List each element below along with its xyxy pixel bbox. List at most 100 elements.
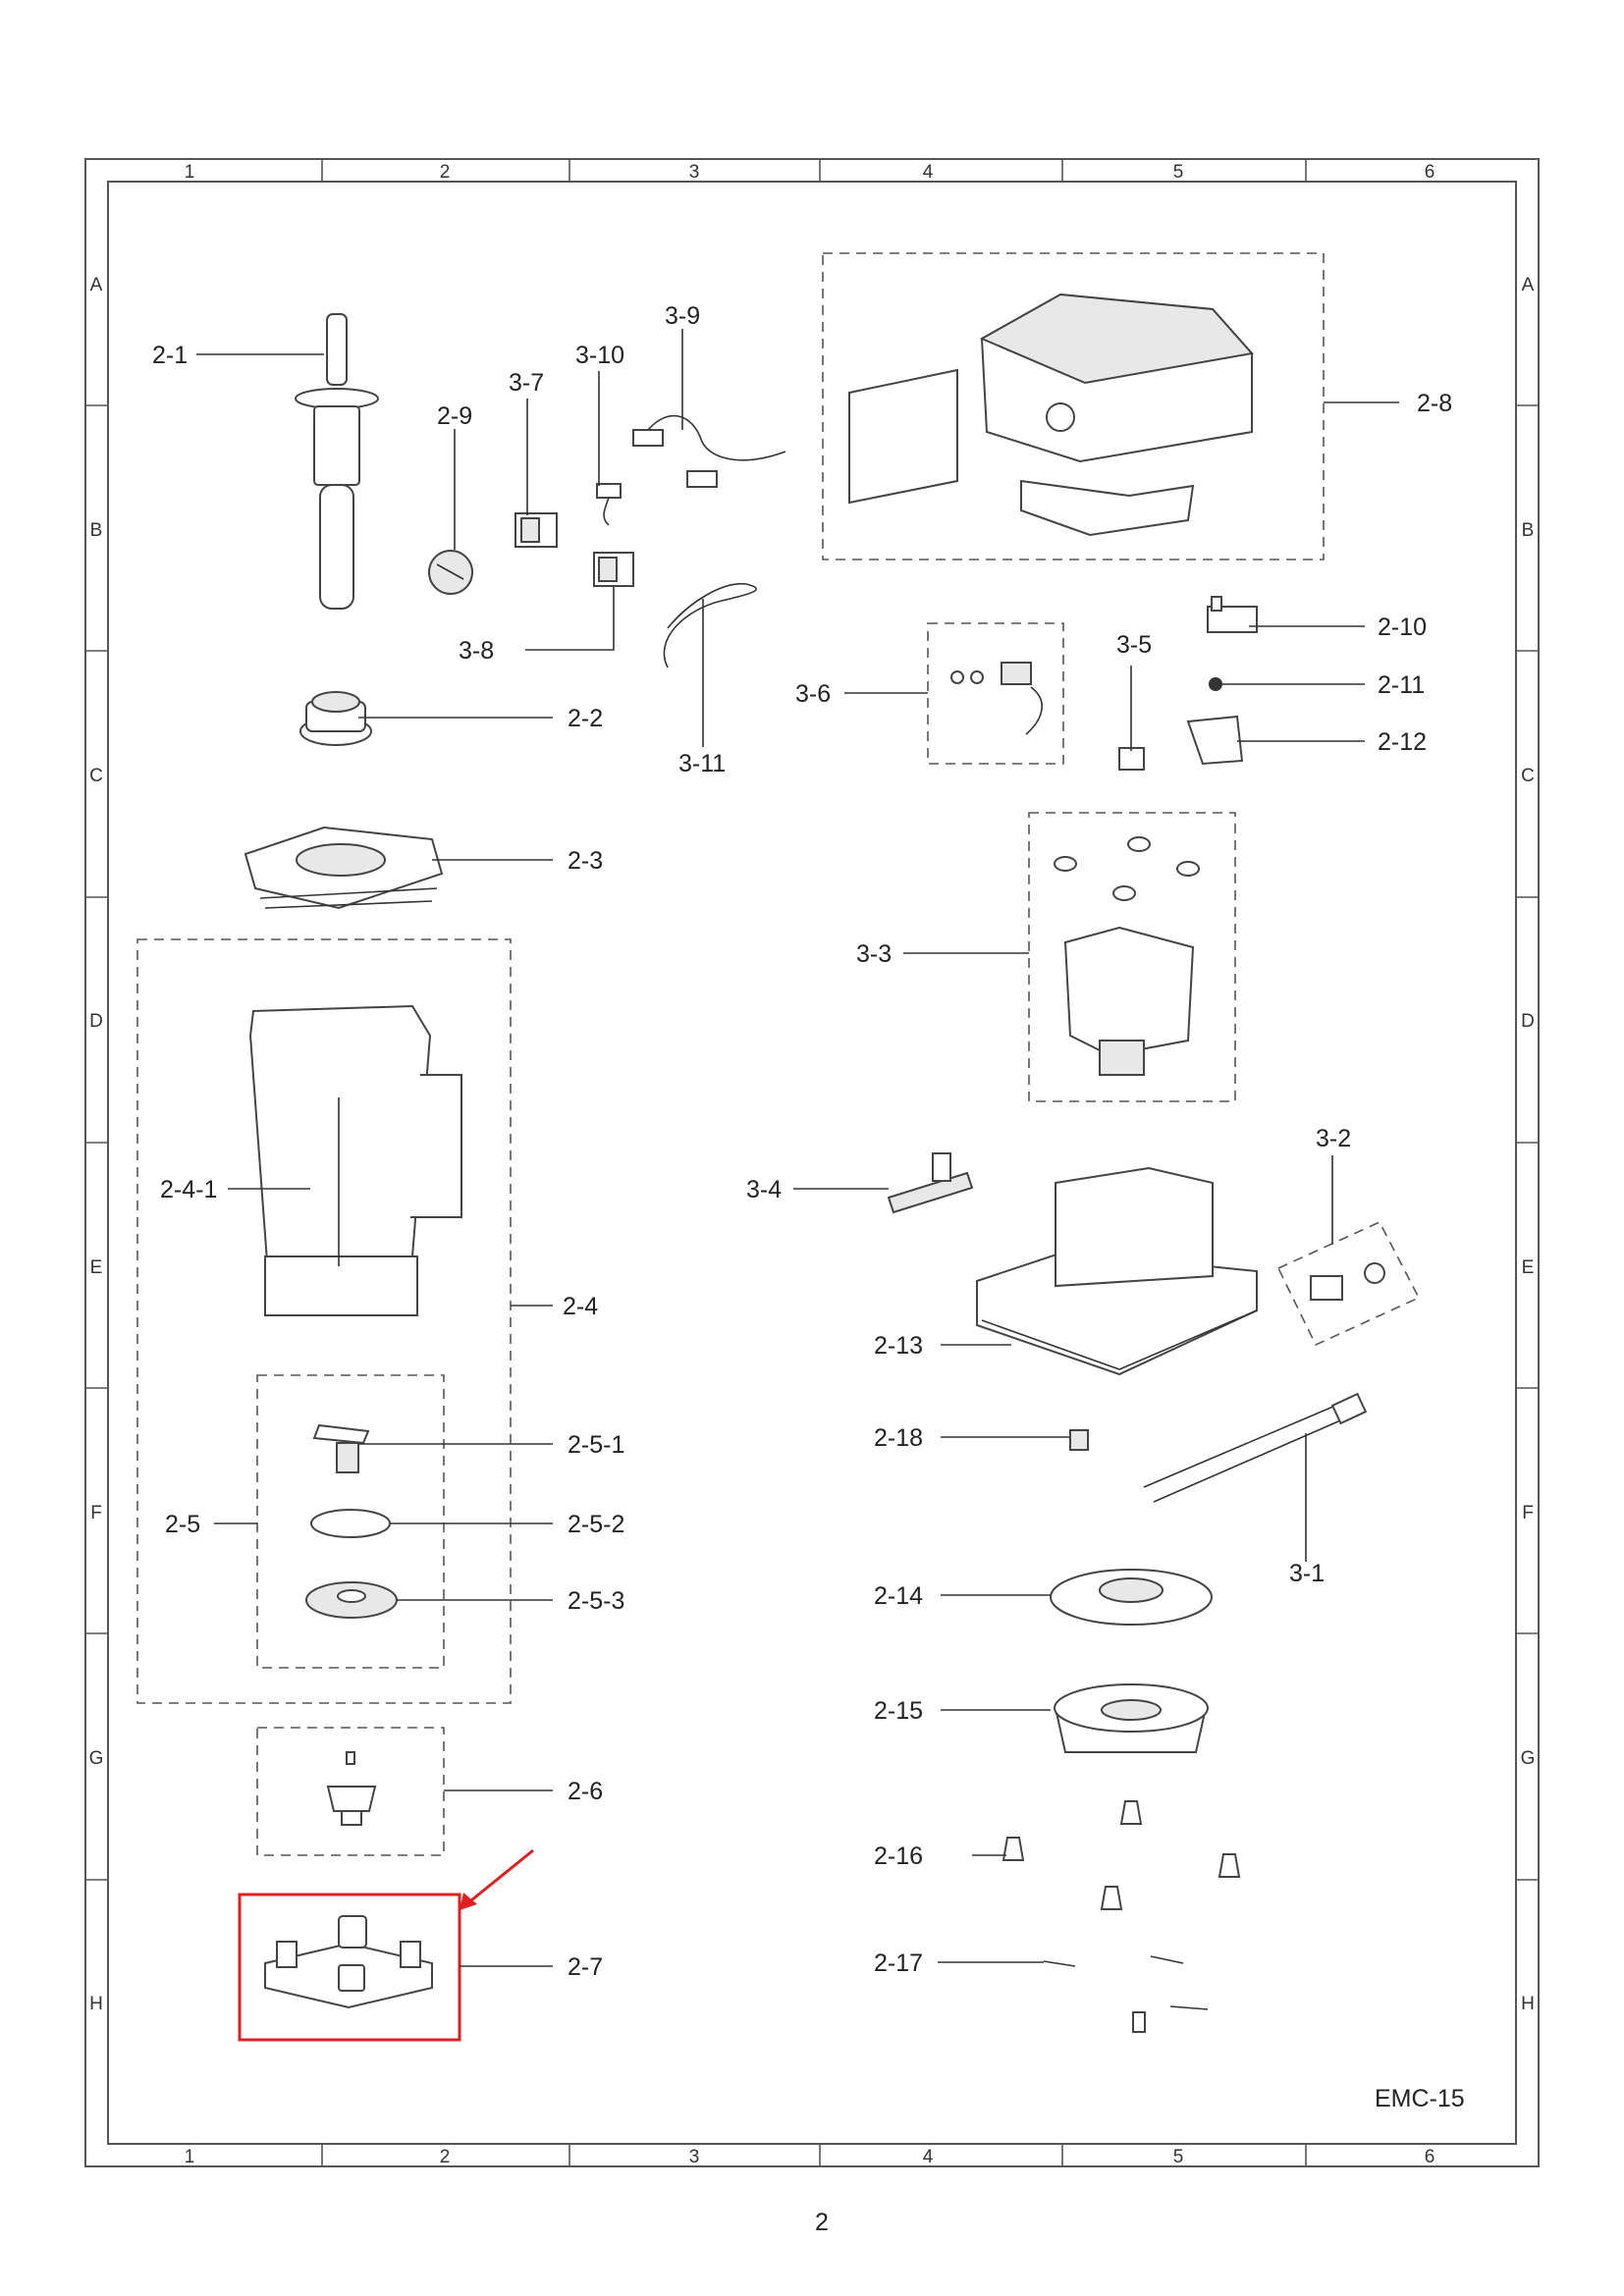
- row-ticks: [85, 404, 1539, 1881]
- feet-2-16-drawing: [1001, 1800, 1241, 1910]
- label-2-17: 2-17: [874, 1949, 923, 1977]
- col-label-top-1: 1: [185, 162, 195, 183]
- col-label-bottom-5: 5: [1173, 2147, 1184, 2167]
- pad-2-7-drawing: [264, 1915, 433, 2009]
- label-3-8: 3-8: [459, 637, 494, 665]
- label-2-15: 2-15: [874, 1697, 923, 1725]
- col-label-top-6: 6: [1425, 162, 1435, 183]
- leader-lines: [196, 329, 1399, 1967]
- fuse-3-2-drawing: [1310, 1262, 1385, 1301]
- label-2-4-1: 2-4-1: [160, 1176, 217, 1203]
- wire-3-11-drawing: [663, 583, 757, 668]
- label-2-16: 2-16: [874, 1842, 923, 1870]
- label-2-10: 2-10: [1378, 614, 1427, 641]
- row-label-left-D: D: [89, 1011, 103, 1032]
- jar-group-box: [136, 938, 512, 1704]
- col-label-bottom-1: 1: [185, 2147, 195, 2167]
- row-label-left-H: H: [89, 1994, 103, 2014]
- label-3-5: 3-5: [1116, 631, 1152, 659]
- label-2-1: 2-1: [152, 342, 188, 369]
- label-2-5-2: 2-5-2: [568, 1511, 624, 1538]
- row-label-right-C: C: [1521, 766, 1535, 786]
- seal-ring-2-5-2-drawing: [310, 1509, 391, 1538]
- row-label-right-E: E: [1522, 1257, 1535, 1278]
- label-2-9: 2-9: [437, 402, 472, 430]
- motor-group-box: [1028, 812, 1236, 1102]
- knob-drawing: [428, 550, 473, 595]
- label-3-1: 3-1: [1289, 1560, 1325, 1587]
- row-labels: A B C D E F G H A B C D E F G H: [89, 275, 1536, 2014]
- label-2-6: 2-6: [568, 1778, 603, 1805]
- row-label-left-G: G: [89, 1748, 104, 1769]
- nut-2-18-drawing: [1069, 1429, 1089, 1451]
- connector-3-10-drawing: [596, 483, 622, 526]
- page-number: 2: [815, 2209, 829, 2236]
- jar-2-4-1-drawing: [248, 1004, 462, 1316]
- label-3-4: 3-4: [746, 1176, 782, 1203]
- label-2-5: 2-5: [165, 1511, 200, 1538]
- pcb-3-4-drawing: [887, 1152, 974, 1214]
- switch-3-8-drawing: [593, 552, 634, 587]
- base-2-13-drawing: [976, 1166, 1258, 1376]
- spring-2-11-drawing: [1209, 677, 1222, 691]
- thermostat-group-box: [927, 622, 1064, 765]
- col-label-top-5: 5: [1173, 162, 1184, 183]
- blade-2-5-1-drawing: [312, 1423, 370, 1473]
- col-label-top-4: 4: [923, 162, 934, 183]
- label-2-7: 2-7: [568, 1953, 603, 1981]
- col-label-bottom-6: 6: [1425, 2147, 1435, 2167]
- label-3-3: 3-3: [856, 940, 892, 968]
- base-plate-2-14-drawing: [1050, 1569, 1213, 1626]
- label-3-2: 3-2: [1316, 1125, 1351, 1152]
- base-nut-2-6-drawing: [326, 1751, 377, 1826]
- screws-2-17-drawing: [1043, 1955, 1209, 2033]
- row-label-left-F: F: [90, 1503, 102, 1523]
- row-label-right-F: F: [1522, 1503, 1534, 1523]
- label-2-4: 2-4: [563, 1293, 598, 1320]
- part-2-10-drawing: [1207, 596, 1258, 633]
- label-3-11: 3-11: [678, 750, 726, 777]
- row-label-right-B: B: [1522, 520, 1535, 541]
- lid-2-3-drawing: [244, 826, 444, 910]
- label-3-9: 3-9: [665, 302, 700, 330]
- row-label-right-A: A: [1522, 275, 1535, 295]
- label-2-8: 2-8: [1417, 390, 1452, 417]
- microswitch-3-5-drawing: [1118, 747, 1145, 771]
- row-label-left-E: E: [90, 1257, 103, 1278]
- highlight-box: [238, 1893, 461, 2042]
- label-2-2: 2-2: [568, 705, 603, 732]
- gasket-2-5-3-drawing: [305, 1581, 398, 1619]
- label-3-6: 3-6: [795, 680, 831, 708]
- col-label-bottom-4: 4: [923, 2147, 934, 2167]
- bottom-cover-2-15-drawing: [1054, 1683, 1209, 1753]
- base-nut-group-box: [256, 1727, 445, 1856]
- row-label-left-B: B: [90, 520, 103, 541]
- row-label-right-H: H: [1521, 1994, 1535, 2014]
- label-2-11: 2-11: [1378, 671, 1425, 699]
- coupler-2-2-drawing: [299, 691, 372, 746]
- housing-2-8-drawing: [848, 293, 1254, 537]
- label-2-13: 2-13: [874, 1332, 923, 1360]
- label-3-7: 3-7: [509, 369, 544, 397]
- row-label-right-G: G: [1521, 1748, 1536, 1769]
- column-ticks: [321, 159, 1307, 2166]
- row-label-right-D: D: [1521, 1011, 1535, 1032]
- label-2-3: 2-3: [568, 847, 603, 875]
- inner-frame: [107, 181, 1517, 2145]
- switch-3-7-drawing: [514, 512, 558, 548]
- label-2-5-3: 2-5-3: [568, 1587, 624, 1615]
- column-labels: 1 2 3 4 5 6 1 2 3 4 5 6: [185, 162, 1435, 2167]
- thermostat-3-6-drawing: [950, 662, 1043, 735]
- drive-shaft-drawing: [295, 313, 379, 610]
- col-label-bottom-3: 3: [689, 2147, 700, 2167]
- outer-frame: [84, 158, 1540, 2167]
- power-cord-3-1-drawing: [1143, 1392, 1368, 1503]
- label-3-10: 3-10: [575, 342, 624, 369]
- motor-3-3-drawing: [1054, 836, 1200, 1076]
- drawing-code: EMC-15: [1375, 2085, 1465, 2112]
- highlight-arrow: [460, 1848, 534, 1910]
- part-2-12-drawing: [1186, 715, 1244, 766]
- row-label-left-C: C: [89, 766, 103, 786]
- label-2-5-1: 2-5-1: [568, 1431, 624, 1459]
